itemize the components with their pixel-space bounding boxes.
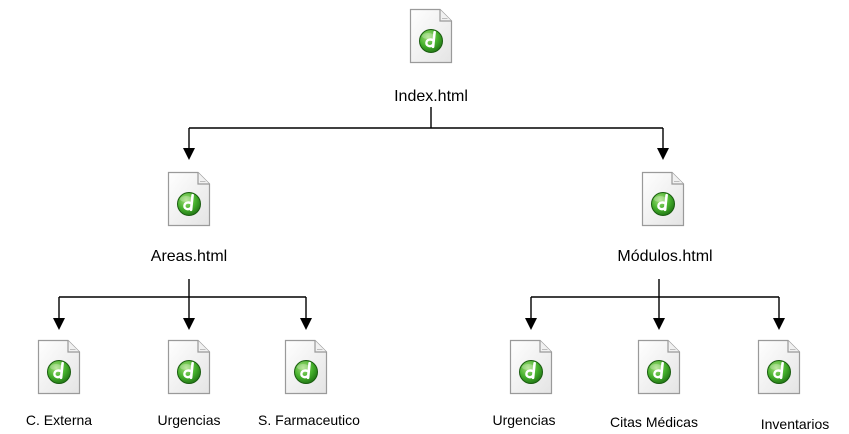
root-node[interactable]: Index.html (394, 8, 468, 106)
modulos-node-label: Módulos.html (617, 248, 712, 265)
areas-to-child-3-arrowhead (300, 318, 312, 330)
areas-child-s-farmaceutico[interactable]: S. Farmaceutico (258, 339, 360, 429)
modulos-child-label: Urgencias (492, 412, 555, 428)
areas-connectors (53, 279, 312, 330)
areas-child-label: Urgencias (157, 412, 220, 428)
modulos-node[interactable]: Módulos.html (617, 171, 713, 266)
areas-child-label: C. Externa (26, 412, 92, 428)
dreamweaver-file-icon (509, 339, 553, 395)
dreamweaver-file-icon (167, 171, 211, 227)
modulos-to-child-3-arrowhead (773, 318, 785, 330)
areas-child-label: S. Farmaceutico (258, 412, 360, 428)
dreamweaver-file-icon (284, 339, 328, 395)
modulos-child-urgencias[interactable]: Urgencias (492, 339, 556, 429)
modulos-to-child-2-arrowhead (653, 318, 665, 330)
modulos-to-child-1-arrowhead (525, 318, 537, 330)
root-to-modulos-arrowhead (657, 148, 669, 160)
dreamweaver-file-icon (757, 339, 801, 395)
modulos-child-label: Citas Médicas (610, 414, 698, 430)
root-node-label: Index.html (394, 88, 468, 105)
dreamweaver-file-icon (167, 339, 211, 395)
modulos-child-inventarios[interactable]: Inventarios (757, 339, 830, 433)
modulos-connectors (525, 279, 785, 330)
dreamweaver-file-icon (409, 8, 453, 64)
dreamweaver-file-icon (641, 171, 685, 227)
areas-node[interactable]: Areas.html (151, 171, 227, 266)
areas-child-urgencias[interactable]: Urgencias (157, 339, 221, 429)
modulos-child-citas-medicas[interactable]: Citas Médicas (610, 339, 698, 431)
root-to-areas-arrowhead (183, 148, 195, 160)
areas-to-child-2-arrowhead (183, 318, 195, 330)
dreamweaver-file-icon (37, 339, 81, 395)
areas-to-child-1-arrowhead (53, 318, 65, 330)
areas-node-label: Areas.html (151, 248, 227, 265)
dreamweaver-file-icon (637, 339, 681, 395)
modulos-child-label: Inventarios (761, 416, 829, 432)
areas-child-c-externa[interactable]: C. Externa (26, 339, 92, 429)
root-connectors (183, 107, 669, 160)
